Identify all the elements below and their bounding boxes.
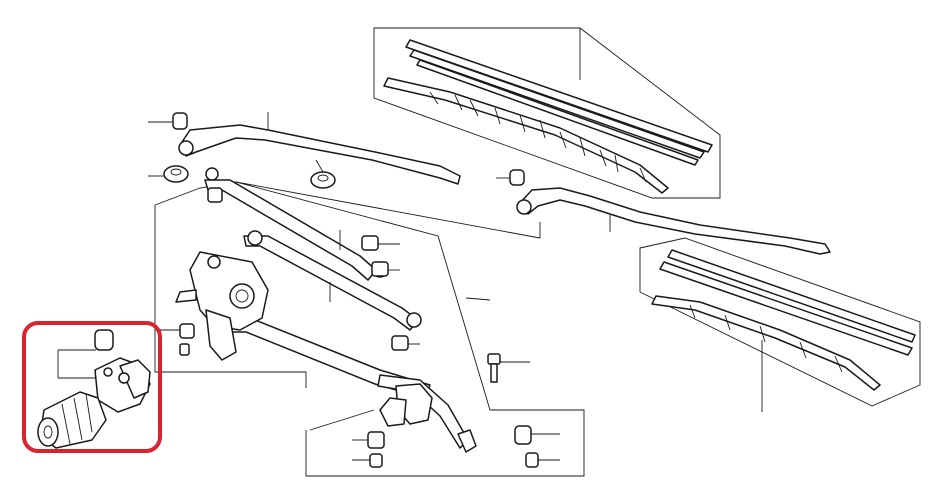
nut-icon[interactable]	[514, 425, 560, 445]
cap-icon[interactable]	[179, 343, 190, 356]
wiper-arm-icon[interactable]	[178, 112, 461, 185]
nut-icon[interactable]	[371, 261, 400, 277]
blade-group-passenger[interactable]	[639, 237, 921, 412]
blade-group-driver[interactable]	[373, 27, 721, 199]
nut-icon[interactable]	[496, 169, 525, 186]
bolt-icon[interactable]	[487, 353, 530, 383]
wiper-motor-icon[interactable]	[37, 329, 151, 449]
blade-group-frame-2	[639, 237, 921, 407]
motor-highlight-box	[22, 321, 162, 453]
wiper-linkage-icon[interactable]	[175, 167, 491, 453]
cap-icon[interactable]	[352, 453, 383, 468]
nut-icon[interactable]	[207, 187, 223, 203]
wiper-blade-assembly-icon[interactable]	[651, 249, 916, 391]
washer-icon[interactable]	[148, 165, 189, 183]
nut-icon[interactable]	[148, 112, 188, 130]
wiper-blade-assembly-icon[interactable]	[383, 39, 713, 194]
linkage-frame-left	[154, 205, 307, 388]
nut-icon[interactable]	[361, 235, 400, 251]
cap-icon[interactable]	[525, 452, 560, 468]
arm-to-linkage-line	[235, 181, 541, 239]
wiper-arm-icon[interactable]	[516, 187, 831, 255]
washer-icon[interactable]	[310, 159, 336, 189]
nut-icon[interactable]	[352, 431, 385, 449]
nut-icon[interactable]	[391, 335, 420, 351]
